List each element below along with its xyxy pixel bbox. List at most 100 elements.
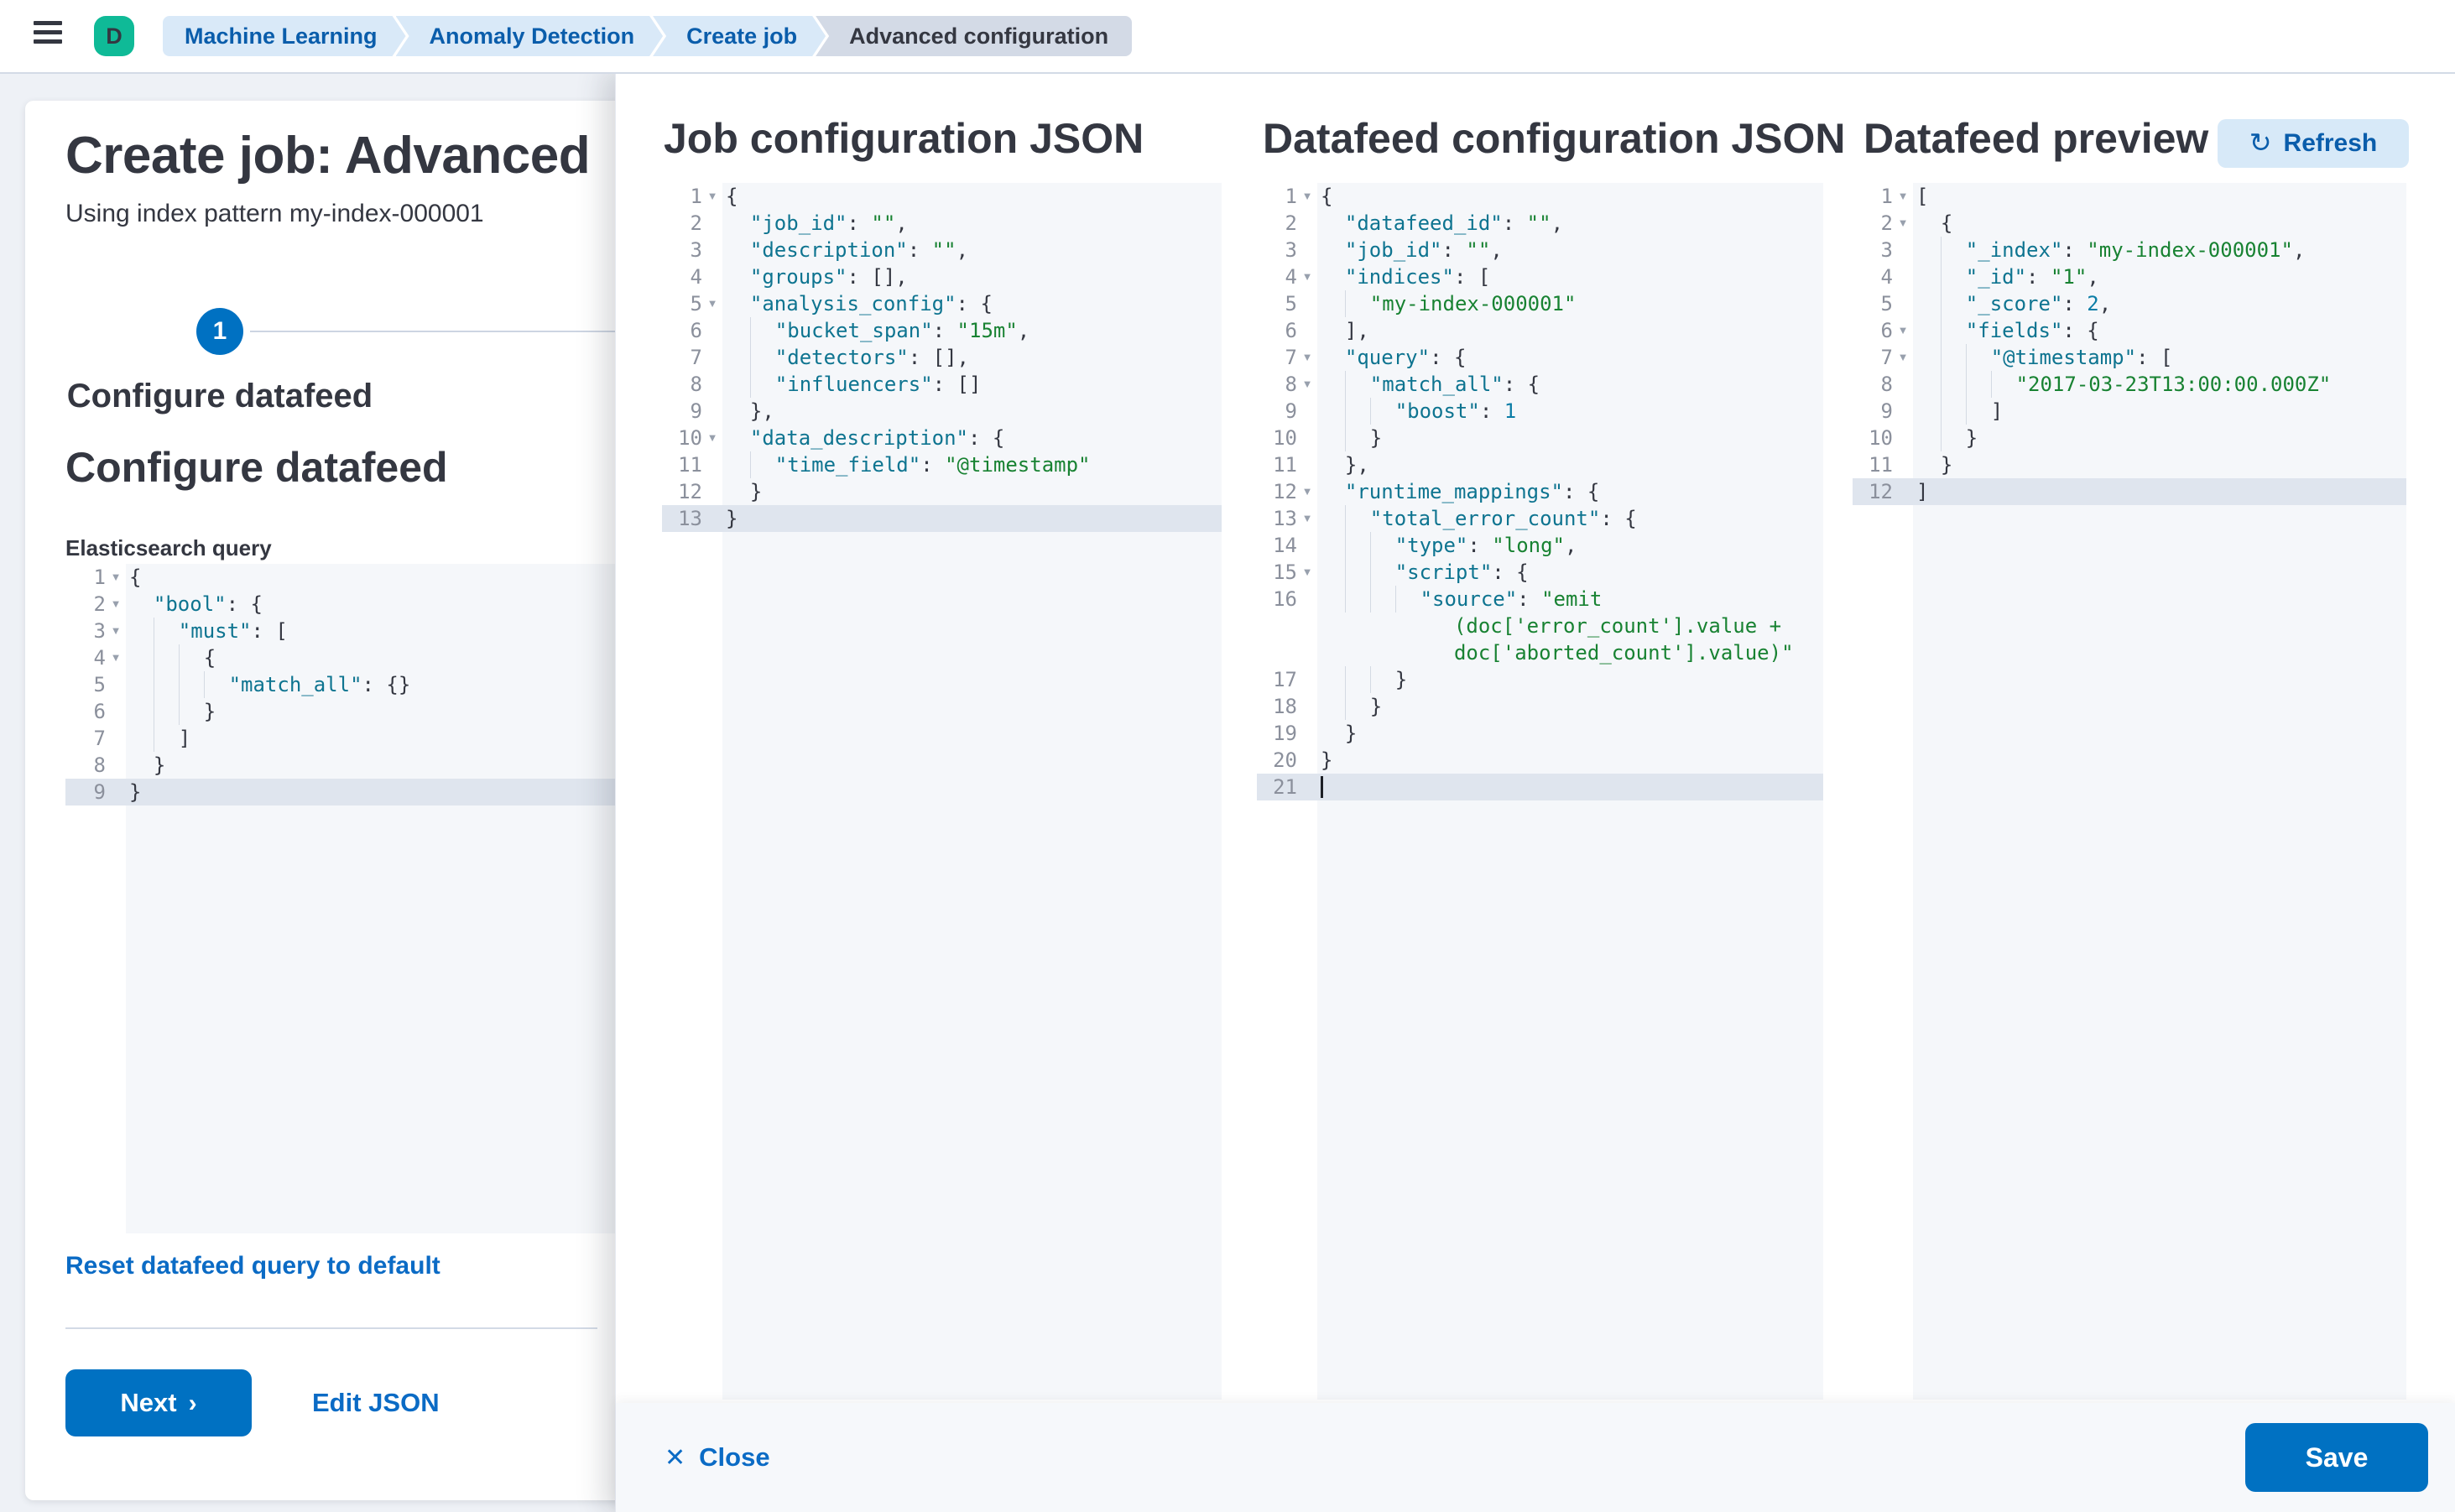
fold-arrow-icon[interactable]: ▼	[1897, 190, 1909, 202]
code-text: "bucket_span": "15m",	[722, 317, 1222, 344]
code-line: 8 "2017-03-23T13:00:00.000Z"	[1853, 371, 2406, 398]
fold-arrow-icon[interactable]: ▼	[706, 297, 718, 310]
indent-guide	[1369, 666, 1395, 693]
line-number: 4	[1285, 265, 1297, 289]
code-text: "_score": 2,	[1913, 290, 2406, 317]
fold-spacer	[1297, 290, 1317, 317]
indent-guide	[153, 671, 179, 698]
fold-arrow-icon[interactable]: ▼	[1897, 216, 1909, 229]
code-line: 17 }	[1257, 666, 1823, 693]
fold-arrow-icon[interactable]: ▼	[1897, 324, 1909, 336]
indent-guide	[1940, 237, 1966, 263]
fold-arrow-icon[interactable]: ▼	[706, 190, 718, 202]
fold-spacer	[702, 263, 722, 290]
fold-arrow-icon[interactable]: ▼	[1301, 566, 1313, 578]
code-text: }	[749, 480, 763, 503]
fold-spacer	[1297, 586, 1317, 613]
code-text: "source": "emit	[1317, 586, 1823, 613]
datafeed-configuration-json-title: Datafeed configuration JSON	[1263, 115, 1846, 162]
line-number: 17	[1273, 668, 1297, 691]
fold-spacer	[1893, 237, 1913, 263]
line-number: 2	[93, 592, 106, 616]
edit-json-link[interactable]: Edit JSON	[312, 1388, 440, 1417]
code-line: 15▼ "script": {	[1257, 559, 1823, 586]
fold-spacer	[1893, 371, 1913, 398]
indent-guide	[1369, 398, 1395, 425]
fold-spacer	[106, 779, 126, 806]
line-number: 7	[1880, 346, 1893, 369]
code-line: 11 },	[1257, 451, 1823, 478]
indent-guide	[1369, 559, 1395, 586]
page-subtitle: Using index pattern my-index-000001	[65, 200, 484, 227]
next-button[interactable]: Next ›	[65, 1369, 252, 1436]
code-text: "time_field": "@timestamp"	[722, 451, 1222, 478]
datafeed-preview-editor[interactable]: 1▼[2▼ {3 "_index": "my-index-000001",4 "…	[1853, 183, 2406, 1400]
indent-guide	[1940, 344, 1966, 371]
line-number: 6	[93, 700, 106, 723]
datafeed-configuration-editor[interactable]: 1▼{2 "datafeed_id": "",3 "job_id": "",4▼…	[1257, 183, 1823, 1400]
code-text: "analysis_config": {	[749, 292, 993, 315]
job-configuration-editor[interactable]: 1▼{2 "job_id": "",3 "description": "",4 …	[662, 183, 1222, 1400]
fold-spacer	[1297, 398, 1317, 425]
fold-spacer	[1297, 451, 1317, 478]
indent-guide	[1940, 371, 1966, 398]
fold-arrow-icon[interactable]: ▼	[1301, 512, 1313, 524]
line-number: 6	[1880, 319, 1893, 342]
fold-spacer	[1893, 263, 1913, 290]
code-text: {	[726, 185, 738, 208]
indent-guide	[749, 371, 775, 398]
breadcrumb-machine-learning[interactable]: Machine Learning	[163, 16, 406, 56]
menu-icon[interactable]	[34, 21, 64, 51]
fold-arrow-icon[interactable]: ▼	[1301, 378, 1313, 390]
fold-spacer	[106, 671, 126, 698]
indent-guide	[749, 317, 775, 344]
code-line: 2▼ "bool": {	[65, 591, 638, 618]
code-text: "query": {	[1344, 346, 1467, 369]
indent-guide	[1940, 317, 1966, 344]
fold-arrow-icon[interactable]: ▼	[1301, 485, 1313, 498]
indent-guide	[1344, 425, 1370, 451]
fold-arrow-icon[interactable]: ▼	[110, 597, 122, 610]
line-number: 3	[1880, 238, 1893, 262]
line-number: 5	[1285, 292, 1297, 315]
line-number: 3	[93, 619, 106, 643]
reset-datafeed-query-link[interactable]: Reset datafeed query to default	[65, 1252, 440, 1280]
code-line: 9 },	[662, 398, 1222, 425]
refresh-icon: ↻	[2249, 127, 2272, 158]
line-number: 20	[1273, 748, 1297, 772]
code-line: 12▼ "runtime_mappings": {	[1257, 478, 1823, 505]
breadcrumb-anomaly-detection[interactable]: Anomaly Detection	[396, 16, 664, 56]
fold-spacer	[1297, 425, 1317, 451]
fold-arrow-icon[interactable]: ▼	[1301, 270, 1313, 283]
refresh-button[interactable]: ↻ Refresh	[2218, 119, 2409, 168]
line-number: 6	[690, 319, 702, 342]
fold-arrow-icon[interactable]: ▼	[110, 571, 122, 583]
save-button[interactable]: Save	[2245, 1423, 2428, 1492]
code-line: 4▼ "indices": [	[1257, 263, 1823, 290]
fold-spacer	[1297, 639, 1317, 666]
code-text: [	[1916, 185, 1929, 208]
close-button[interactable]: ✕ Close	[665, 1442, 770, 1472]
fold-arrow-icon[interactable]: ▼	[1897, 351, 1909, 363]
elasticsearch-query-editor[interactable]: 1▼{2▼ "bool": {3▼ "must": [4▼ {5 "match_…	[65, 564, 638, 1233]
code-line: 6 ],	[1257, 317, 1823, 344]
indent-guide	[1369, 586, 1395, 613]
fold-arrow-icon[interactable]: ▼	[706, 431, 718, 444]
fold-arrow-icon[interactable]: ▼	[1301, 351, 1313, 363]
indent-guide	[178, 644, 204, 671]
avatar[interactable]: D	[94, 16, 134, 56]
breadcrumb-create-job[interactable]: Create job	[653, 16, 826, 56]
indent-guide	[749, 344, 775, 371]
code-text: }	[126, 698, 638, 725]
editor-gutter	[65, 564, 126, 1233]
fold-arrow-icon[interactable]: ▼	[1301, 190, 1313, 202]
fold-arrow-icon[interactable]: ▼	[110, 624, 122, 637]
code-line: 5 "_score": 2,	[1853, 290, 2406, 317]
code-text: "_index": "my-index-000001",	[1913, 237, 2406, 263]
indent-guide	[749, 451, 775, 478]
indent-guide	[1965, 398, 1991, 425]
fold-arrow-icon[interactable]: ▼	[110, 651, 122, 664]
code-line: 1▼{	[1257, 183, 1823, 210]
code-text: "match_all": {}	[126, 671, 638, 698]
code-text: "script": {	[1317, 559, 1823, 586]
